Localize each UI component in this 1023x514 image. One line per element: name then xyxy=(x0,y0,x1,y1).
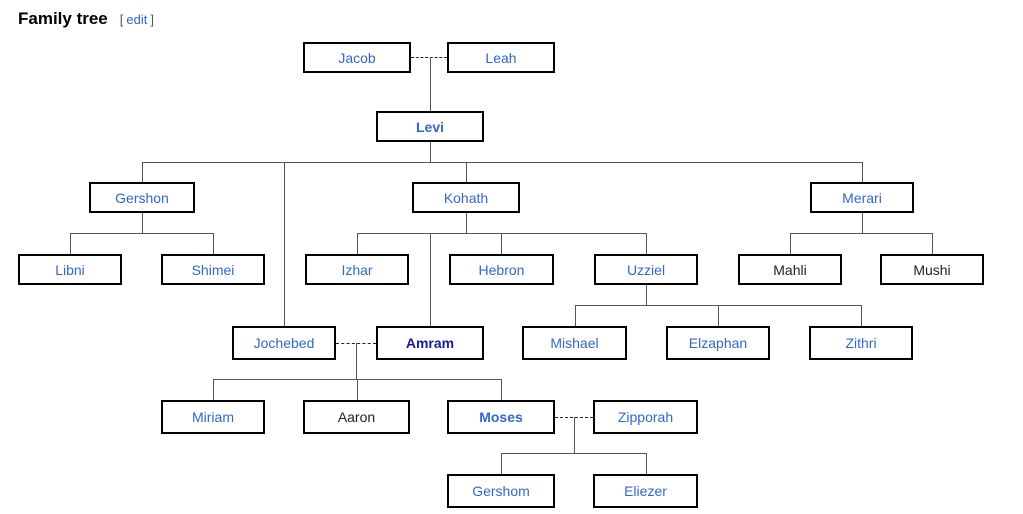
tree-node-miriam[interactable]: Miriam xyxy=(161,400,265,434)
tree-node-aaron: Aaron xyxy=(303,400,410,434)
connector-drop-uzziel xyxy=(646,233,647,254)
connector-drop-amram xyxy=(430,233,431,326)
connector-drop-jochebed xyxy=(284,162,285,326)
connector-drop-kohath xyxy=(466,162,467,182)
section-title: Family tree xyxy=(18,9,108,28)
tree-node-moses[interactable]: Moses xyxy=(447,400,555,434)
connector-drop-mahli xyxy=(790,233,791,254)
connector-drop-merari xyxy=(862,162,863,182)
section-heading: Family tree [edit] xyxy=(18,9,154,29)
tree-node-uzziel[interactable]: Uzziel xyxy=(594,254,698,285)
tree-node-leah[interactable]: Leah xyxy=(447,42,555,73)
tree-node-zipporah[interactable]: Zipporah xyxy=(593,400,698,434)
connector-drop-hebron xyxy=(501,233,502,254)
connector-kohath-down xyxy=(466,213,467,233)
connector-drop-shimei xyxy=(213,233,214,254)
tree-node-jacob[interactable]: Jacob xyxy=(303,42,411,73)
connector-drop-gershon xyxy=(142,162,143,182)
connector-moses-children-bar xyxy=(501,453,646,454)
connector-drop-aaron xyxy=(357,379,358,400)
tree-node-gershom[interactable]: Gershom xyxy=(447,474,555,508)
tree-node-mushi: Mushi xyxy=(880,254,984,285)
connector-uzziel-down xyxy=(646,285,647,305)
connector-drop-moses xyxy=(501,379,502,400)
tree-node-shimei[interactable]: Shimei xyxy=(161,254,265,285)
tree-node-amram[interactable]: Amram xyxy=(376,326,484,360)
connector-drop-mishael xyxy=(575,305,576,326)
connector-drop-izhar xyxy=(357,233,358,254)
connector-drop-zithri xyxy=(861,305,862,326)
tree-node-izhar[interactable]: Izhar xyxy=(305,254,409,285)
connector-merari-down xyxy=(862,213,863,233)
connector-drop-libni xyxy=(70,233,71,254)
tree-node-kohath[interactable]: Kohath xyxy=(412,182,520,213)
tree-node-zithri[interactable]: Zithri xyxy=(809,326,913,360)
connector-drop-miriam xyxy=(213,379,214,400)
connector-jochebedamram-down xyxy=(356,343,357,379)
connector-jacobleah-down-to-levi xyxy=(430,57,431,111)
connector-merari-children-bar xyxy=(790,233,932,234)
tree-node-hebron[interactable]: Hebron xyxy=(449,254,554,285)
tree-node-gershon[interactable]: Gershon xyxy=(89,182,195,213)
connector-gershon-down xyxy=(142,213,143,233)
marriage-line-jacob-leah xyxy=(411,57,447,58)
tree-node-merari[interactable]: Merari xyxy=(810,182,914,213)
connector-levi-children-bar xyxy=(142,162,862,163)
connector-moseszipporah-down xyxy=(574,417,575,453)
tree-node-eliezer[interactable]: Eliezer xyxy=(593,474,698,508)
tree-node-elzaphan[interactable]: Elzaphan xyxy=(666,326,770,360)
connector-drop-eliezer xyxy=(646,453,647,474)
edit-bracket-close: ] xyxy=(150,12,154,27)
connector-drop-mushi xyxy=(932,233,933,254)
connector-drop-elzaphan xyxy=(718,305,719,326)
tree-node-jochebed[interactable]: Jochebed xyxy=(232,326,336,360)
connector-drop-gershom xyxy=(501,453,502,474)
connector-gershon-children-bar xyxy=(70,233,213,234)
edit-section-link[interactable]: edit xyxy=(126,12,148,27)
tree-node-mahli: Mahli xyxy=(738,254,842,285)
edit-section: [edit] xyxy=(120,12,154,27)
connector-levi-down xyxy=(430,142,431,162)
tree-node-levi[interactable]: Levi xyxy=(376,111,484,142)
tree-node-libni[interactable]: Libni xyxy=(18,254,122,285)
edit-bracket-open: [ xyxy=(119,12,124,27)
tree-node-mishael[interactable]: Mishael xyxy=(522,326,627,360)
